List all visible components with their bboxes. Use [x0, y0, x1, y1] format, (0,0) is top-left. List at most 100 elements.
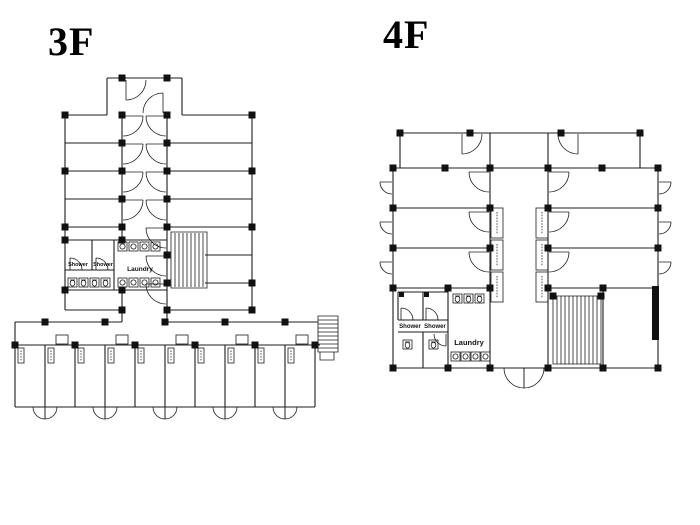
- washer-icon: [450, 351, 461, 362]
- door-arc: [557, 133, 579, 155]
- door-arc: [400, 307, 414, 321]
- door-arc: [44, 406, 58, 420]
- pillar: [399, 292, 404, 297]
- pillar: [61, 223, 69, 231]
- pillar: [389, 284, 397, 292]
- door-arc: [461, 133, 483, 155]
- door-arc: [379, 261, 393, 275]
- laundry-area-4f: Shower Shower Laundry: [399, 293, 491, 362]
- door-arc: [548, 211, 570, 233]
- door-arc: [658, 261, 672, 275]
- door-arc: [122, 143, 144, 165]
- label-shower-2-4f: Shower: [424, 324, 446, 330]
- pillar: [61, 286, 69, 294]
- door-arc: [145, 143, 167, 165]
- door-arc: [92, 406, 106, 420]
- stairs-outline: [170, 231, 208, 289]
- label-shower-1-4f: Shower: [399, 324, 421, 330]
- pillar: [248, 279, 256, 287]
- pillar: [654, 204, 662, 212]
- pillar: [118, 236, 126, 244]
- washer-icon: [470, 351, 481, 362]
- door-arc: [125, 79, 147, 101]
- pillar: [118, 139, 126, 147]
- pillar: [311, 341, 319, 349]
- pillar: [444, 284, 452, 292]
- pillar: [61, 236, 69, 244]
- micro-label: [227, 347, 235, 364]
- pillar: [636, 129, 644, 137]
- door-arc: [212, 406, 226, 420]
- pillar: [486, 244, 494, 252]
- door-arc: [32, 406, 46, 420]
- pillar: [389, 164, 397, 172]
- toilet-icon: [463, 293, 474, 304]
- door-arc: [503, 367, 525, 389]
- pillar: [281, 318, 289, 326]
- door-arc: [548, 251, 570, 273]
- door-arc: [152, 406, 166, 420]
- pillar: [163, 306, 171, 314]
- pillar: [163, 251, 171, 259]
- pillar: [161, 318, 169, 326]
- closet: [535, 271, 549, 303]
- pillar: [251, 341, 259, 349]
- pillar: [441, 164, 449, 172]
- washer-icon: [480, 351, 491, 362]
- toilet-icon: [402, 339, 413, 350]
- pillar: [101, 318, 109, 326]
- toilet-icon: [100, 277, 111, 288]
- stairs-4f: [552, 295, 602, 365]
- washer-icon: [117, 277, 128, 288]
- pillar: [163, 223, 171, 231]
- floor-plan-4f: 4F: [379, 12, 672, 389]
- pillar: [444, 364, 452, 372]
- pillar: [424, 292, 429, 297]
- room-fixtures-3f: [17, 334, 309, 364]
- pillar: [11, 341, 19, 349]
- pillar: [163, 111, 171, 119]
- pillar: [599, 364, 607, 372]
- pillar: [486, 164, 494, 172]
- closet: [490, 239, 504, 271]
- walls-3f: [14, 77, 320, 408]
- pillar: [549, 292, 557, 300]
- door-arc: [658, 181, 672, 195]
- pillar: [118, 74, 126, 82]
- pillar: [654, 244, 662, 252]
- stairs-treads: [318, 319, 338, 349]
- floor-title-3f: 3F: [48, 19, 94, 64]
- pillar: [544, 364, 552, 372]
- door-arc: [145, 115, 167, 137]
- door-arc: [142, 92, 164, 114]
- pillar: [118, 306, 126, 314]
- washer-icon: [128, 277, 139, 288]
- washer-icon: [139, 241, 150, 252]
- stairs-treads: [174, 233, 204, 287]
- micro-label: [287, 347, 295, 364]
- micro-label: [197, 347, 205, 364]
- micro-label: [496, 212, 543, 298]
- pillar: [163, 279, 171, 287]
- pillar: [118, 167, 126, 175]
- toilet-icon: [89, 277, 100, 288]
- pillar: [396, 129, 404, 137]
- laundry-area-3f: Shower Shower Laundry: [67, 241, 161, 288]
- pillar: [486, 364, 494, 372]
- door-arc: [164, 406, 178, 420]
- label-shower-2-3f: Shower: [93, 262, 114, 268]
- door-arc: [468, 251, 490, 273]
- toilet-icon: [474, 293, 485, 304]
- micro-label: [167, 347, 175, 364]
- pillar: [597, 292, 605, 300]
- micro-label: [47, 347, 55, 364]
- floor-plan-3f: 3F: [11, 19, 339, 420]
- pillar: [118, 223, 126, 231]
- washer-icon: [139, 277, 150, 288]
- cabinet: [295, 334, 309, 345]
- closets-4f: [490, 207, 549, 303]
- door-arc: [145, 199, 167, 221]
- cabinet: [175, 334, 189, 345]
- wall-lines: [392, 132, 659, 369]
